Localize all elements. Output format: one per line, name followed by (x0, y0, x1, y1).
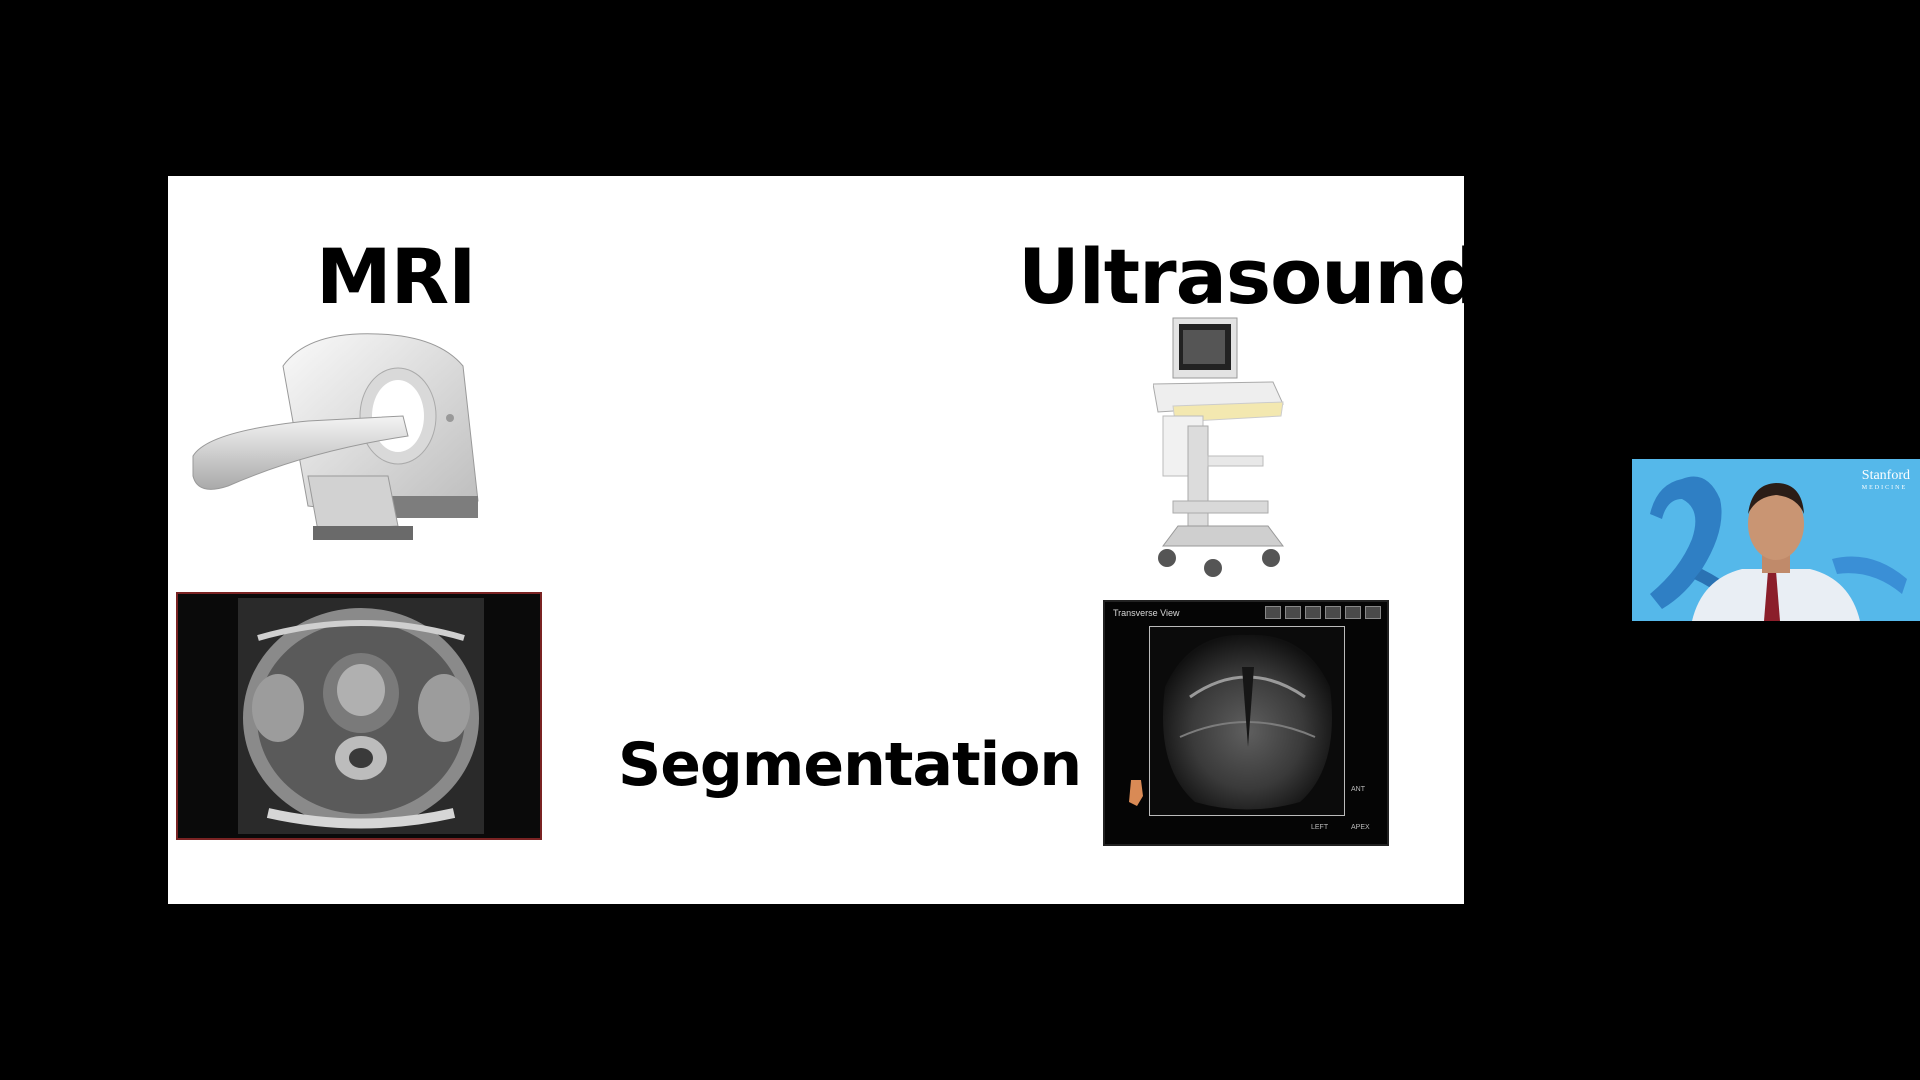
presentation-slide: MRI Ultrasound (168, 176, 1464, 904)
presenter-video-image (1650, 476, 1907, 621)
scan-view-label: Transverse View (1113, 608, 1180, 618)
pan-icon[interactable] (1285, 606, 1301, 619)
logo-subtext: MEDICINE (1861, 485, 1908, 491)
stanford-medicine-logo: Stanford MEDICINE (1861, 468, 1910, 492)
scan-frame (1149, 626, 1345, 816)
mri-scanner-image (192, 333, 479, 540)
ultrasound-scan-image: Transverse View (1103, 600, 1389, 846)
left-marker: LEFT (1311, 824, 1329, 831)
ultrasound-machine-image (1153, 317, 1284, 577)
scan-toolbar (1265, 606, 1381, 619)
presenter-webcam[interactable]: Stanford MEDICINE (1632, 459, 1920, 621)
ant-marker: ANT (1351, 786, 1365, 793)
ultrasound-title: Ultrasound (1018, 232, 1464, 321)
segmentation-label: Segmentation (618, 730, 1082, 800)
probe-icon (1129, 780, 1143, 806)
mri-scan-image (176, 592, 542, 840)
zoom-icon[interactable] (1265, 606, 1281, 619)
logo-text: Stanford (1861, 468, 1910, 483)
close-icon[interactable] (1365, 606, 1381, 619)
measure-icon[interactable] (1325, 606, 1341, 619)
apex-marker: APEX (1351, 824, 1370, 831)
expand-icon[interactable] (1305, 606, 1321, 619)
mri-title: MRI (316, 232, 476, 321)
contour-icon[interactable] (1345, 606, 1361, 619)
